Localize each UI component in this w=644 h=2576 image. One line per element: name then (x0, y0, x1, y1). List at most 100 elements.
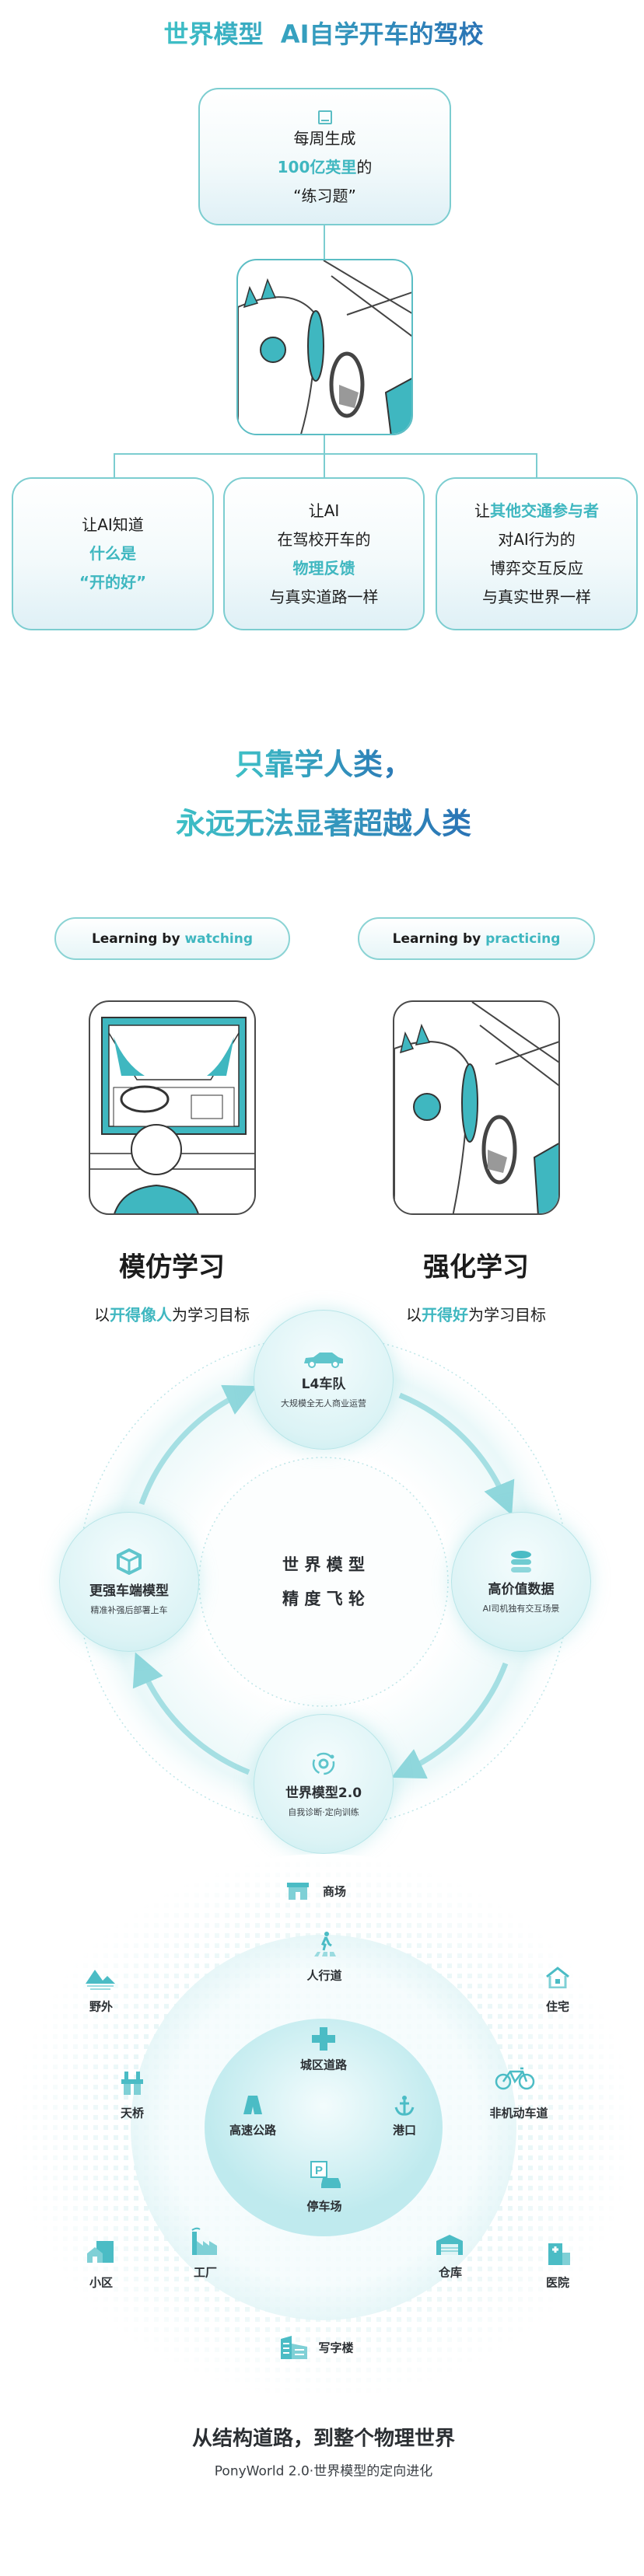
know-good-driving-box: 让AI知道 什么是 “开的好” (12, 477, 214, 630)
place-outdoors: 野外 (89, 1999, 114, 2014)
flow-arrow (390, 1662, 509, 1779)
overpass-icon (121, 2072, 143, 2095)
connector (536, 453, 537, 477)
pill-highlight: watching (184, 930, 254, 947)
node-subtitle: 精准补强后部署上车 (90, 1604, 168, 1615)
node-high-value-data: 高价值数据 AI司机独有交互场景 (451, 1512, 591, 1652)
database-icon (511, 1550, 531, 1572)
book-icon (317, 110, 332, 124)
place-parking-lot: 停车场 (306, 2199, 342, 2214)
subtitle-text: 为学习目标 (172, 1305, 250, 1325)
section2-title-line1: 只靠学人类， (235, 741, 412, 784)
title-part-a: 世界模型 (163, 19, 264, 49)
node-title: 世界模型2.0 (285, 1785, 362, 1801)
learning-by-watching-pill: Learning by watching (54, 917, 290, 960)
box-line: 对AI行为的 (498, 529, 576, 549)
box-line: 在驾校开车的 (277, 529, 371, 549)
box-highlight: “开的好” (79, 573, 147, 592)
node-stronger-onboard-model: 更强车端模型 精准补强后部署上车 (59, 1512, 199, 1652)
pill-text: Learning by (392, 930, 486, 947)
imitation-learning-label: 模仿学习 (119, 1251, 225, 1283)
anchor-icon (394, 2096, 415, 2116)
reinforcement-learning-subtitle: 以开得好为学习目标 (406, 1303, 546, 1325)
bicycle-icon (495, 2067, 535, 2090)
traffic-participants-box: 让其他交通参与者 对AI行为的 博弈交互反应 与真实世界一样 (436, 477, 638, 630)
place-hospital: 医院 (545, 2275, 570, 2290)
hospital-icon (548, 2243, 570, 2265)
center-line: 世 界 模 型 (282, 1555, 365, 1574)
place-mall: 商场 (322, 1884, 347, 1899)
pedestrian-icon (314, 1932, 336, 1956)
place-port: 港口 (392, 2123, 417, 2138)
flywheel-center-title: 世 界 模 型 精 度 飞 轮 (282, 1548, 365, 1616)
warehouse-icon (436, 2235, 463, 2255)
connector (324, 453, 325, 477)
learning-by-practicing-pill: Learning by practicing (358, 917, 595, 960)
place-residence: 住宅 (545, 1999, 570, 2014)
robot-driving-illustration (236, 259, 413, 435)
flow-arrow (138, 1384, 258, 1506)
cube-icon (117, 1548, 142, 1575)
office-building-icon (281, 2336, 307, 2359)
weekly-generation-box: 每周生成 100亿英里的 “练习题” (198, 88, 451, 225)
flow-arrow (398, 1392, 515, 1516)
box-line: 让 (474, 501, 490, 520)
section2-title-line2: 永远无法显著超越人类 (176, 800, 471, 843)
place-sidewalk: 人行道 (306, 1968, 342, 1983)
reinforcement-learning-label: 强化学习 (423, 1251, 529, 1283)
box-line: 每周生成 (293, 129, 356, 148)
connector (324, 435, 325, 454)
flow-arrow (132, 1652, 250, 1775)
imitation-learning-subtitle: 以开得像人为学习目标 (94, 1303, 250, 1325)
world-title: 从结构道路，到整个物理世界 (191, 2427, 456, 2451)
parking-icon: P (310, 2161, 341, 2188)
box-line: 让AI知道 (82, 515, 144, 534)
mall-icon (287, 1883, 309, 1900)
car-icon (304, 1352, 343, 1368)
connector (324, 225, 325, 259)
connector-horizontal (114, 453, 537, 455)
node-title: 高价值数据 (488, 1581, 555, 1597)
place-bike-lane: 非机动车道 (489, 2106, 548, 2120)
box-line: 让AI (308, 501, 340, 520)
node-subtitle: AI司机独有交互场景 (482, 1603, 560, 1614)
subtitle-text: 以 (406, 1305, 422, 1325)
factory-icon (191, 2227, 217, 2255)
node-subtitle: 大规模全无人商业运营 (281, 1398, 366, 1408)
title-part-b: AI自学开车的驾校 (280, 19, 484, 49)
box-highlight: 什么是 (89, 544, 136, 563)
subtitle-text: 为学习目标 (468, 1305, 546, 1325)
world-subtitle: PonyWorld 2.0·世界模型的定向进化 (214, 2463, 433, 2480)
mountain-icon (86, 1970, 115, 1990)
orbit-icon (312, 1752, 335, 1775)
robot-watching-screen-illustration (89, 1000, 256, 1215)
connector (114, 453, 115, 477)
place-factory: 工厂 (193, 2265, 218, 2280)
box-line: 的 (356, 158, 373, 176)
robot-practicing-driving-illustration (393, 1000, 560, 1215)
world-background (11, 1854, 636, 2401)
house-icon (546, 1967, 569, 1988)
section1-title: 世界模型 AI自学开车的驾校 (164, 15, 484, 51)
box-line: 博弈交互反应 (490, 558, 583, 578)
place-office-building: 写字楼 (318, 2340, 354, 2355)
box-highlight: 100亿英里 (277, 158, 357, 176)
center-line: 精 度 飞 轮 (282, 1590, 365, 1608)
pill-text: Learning by (91, 930, 185, 947)
box-line: “练习题” (293, 187, 356, 205)
node-world-model-2: 世界模型2.0 自我诊断·定向训练 (254, 1714, 394, 1854)
subtitle-highlight: 开得像人 (110, 1305, 172, 1325)
box-highlight: 其他交通参与者 (490, 501, 599, 520)
pill-highlight: practicing (485, 930, 561, 947)
subtitle-text: 以 (94, 1305, 110, 1325)
node-title: 更强车端模型 (89, 1583, 169, 1599)
community-icon (87, 2241, 114, 2263)
node-title: L4车队 (301, 1376, 346, 1392)
subtitle-highlight: 开得好 (422, 1305, 468, 1325)
intersection-icon (312, 2027, 335, 2051)
place-neighborhood: 小区 (89, 2275, 114, 2290)
box-line: 与真实世界一样 (482, 587, 591, 606)
node-subtitle: 自我诊断·定向训练 (288, 1806, 359, 1817)
box-highlight: 物理反馈 (292, 558, 355, 578)
physical-feedback-box: 让AI 在驾校开车的 物理反馈 与真实道路一样 (223, 477, 425, 630)
